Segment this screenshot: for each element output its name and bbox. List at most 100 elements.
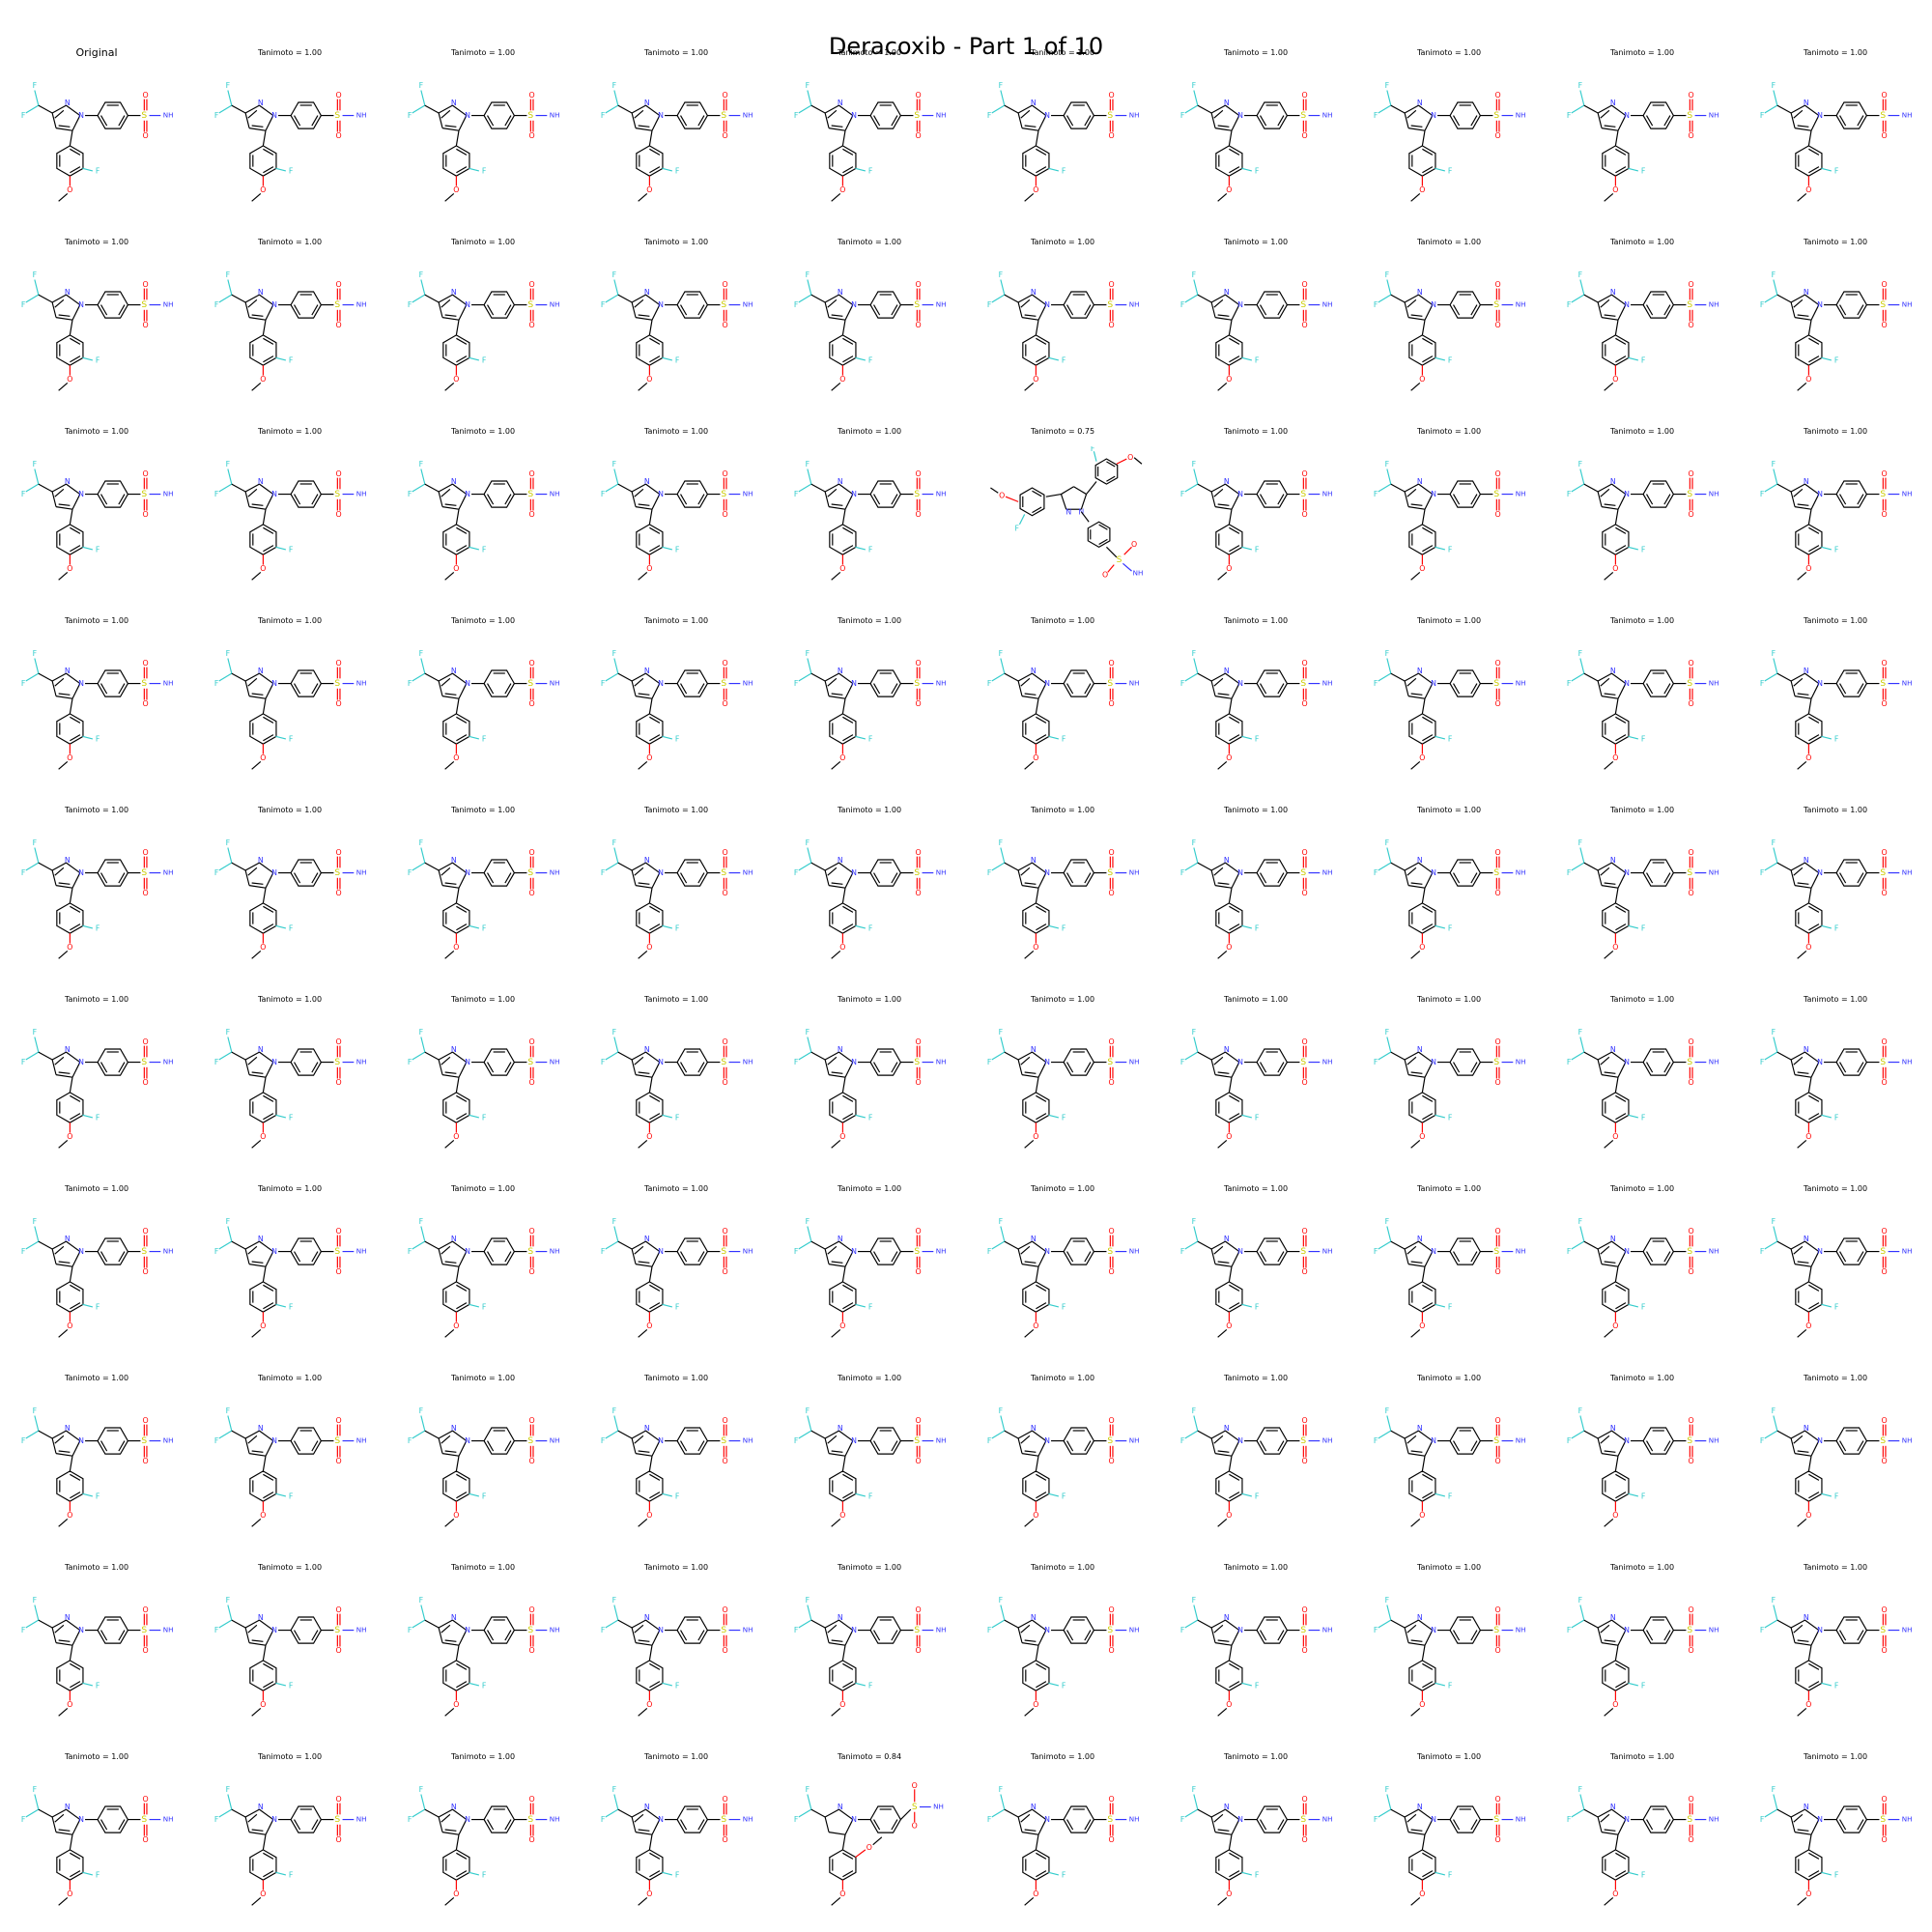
nitrogen-atom: N — [1624, 1436, 1630, 1445]
aryl-ring-double-bond — [1422, 1094, 1434, 1102]
pyrazole-double-bond — [638, 503, 650, 506]
bond — [810, 294, 826, 303]
bond — [1807, 1834, 1812, 1850]
pyrazole-bond — [244, 104, 260, 114]
pyrazole-bond — [1017, 672, 1033, 682]
pyrazole-bond — [1407, 1453, 1426, 1457]
pyrazole-bond — [1611, 672, 1627, 685]
aryl-ring-double-bond — [842, 905, 854, 913]
nitrogen-atom: N — [1431, 868, 1436, 877]
nitrogen-atom: N — [1610, 856, 1616, 865]
fluorine-atom: F — [1180, 111, 1185, 120]
fluorine-atom: F — [999, 1785, 1004, 1794]
pyrazole-bond — [55, 1074, 73, 1078]
pyrazole-bond — [441, 506, 460, 510]
oxygen-atom: O — [1109, 659, 1115, 668]
bond — [1583, 104, 1599, 114]
aryl-ring — [1022, 334, 1050, 366]
pyrazole-bond — [1790, 104, 1805, 114]
nitrogen-atom: N — [851, 1058, 857, 1066]
c-f-bond — [469, 1871, 480, 1876]
amine-group: NH — [163, 1815, 174, 1824]
oxygen-atom: O — [67, 1321, 72, 1330]
tanimoto-label: Tanimoto = 1.00 — [1416, 1184, 1482, 1193]
c-f-bond — [1628, 1682, 1639, 1687]
methyl-bond — [1217, 1707, 1228, 1717]
phenyl-ring-double-bond — [1066, 872, 1074, 884]
c-f-bond — [1000, 847, 1006, 864]
pyrazole-double-bond — [444, 1071, 457, 1074]
sulfur-atom: S — [1107, 1815, 1113, 1825]
fluorine-atom: F — [1062, 355, 1066, 364]
bond — [69, 1077, 73, 1093]
amine-group: NH — [163, 1626, 174, 1634]
fluorine-atom: F — [1567, 300, 1572, 309]
phenyl-ring-double-bond — [873, 1630, 881, 1641]
methyl-bond — [1217, 382, 1228, 391]
fluorine-atom: F — [33, 270, 38, 279]
fluorine-atom: F — [806, 81, 810, 90]
methyl-bond — [872, 1836, 883, 1846]
pyrazole-bond — [1424, 1440, 1434, 1457]
amine-group: NH — [550, 1436, 560, 1445]
bond — [262, 320, 267, 335]
pyrazole-bond — [635, 696, 653, 699]
oxygen-atom: O — [1882, 889, 1888, 897]
pyrazole-bond — [55, 885, 73, 889]
methyl-bond — [638, 1896, 648, 1906]
c-f-bond — [991, 1808, 1006, 1818]
oxygen-atom: O — [916, 1457, 922, 1465]
aryl-ring-double-bond — [1615, 545, 1627, 553]
pyrazole-bond — [1794, 128, 1812, 131]
amine-group: NH — [356, 1626, 367, 1634]
aryl-ring — [1022, 145, 1050, 177]
pyrazole-bond — [265, 1819, 274, 1835]
pyrazole-bond — [248, 1264, 267, 1267]
oxygen-atom: O — [1689, 1227, 1694, 1236]
c-f-bond — [1764, 672, 1778, 682]
pyrazole-double-bond — [634, 1624, 644, 1634]
phenyl-ring-double-bond — [1453, 304, 1461, 316]
c-f-bond — [1000, 1794, 1006, 1810]
sulfur-atom: S — [721, 1626, 726, 1635]
aryl-ring-double-bond — [842, 1302, 854, 1310]
c-f-bond — [613, 1794, 619, 1810]
aryl-ring — [1795, 334, 1823, 366]
fluorine-atom: F — [999, 1596, 1004, 1605]
nitrogen-atom: N — [658, 1247, 664, 1256]
bond — [617, 862, 633, 871]
nitrogen-atom: N — [271, 1058, 277, 1066]
methyl-bond — [1604, 571, 1614, 581]
bond — [69, 130, 73, 146]
methyl-bond — [1604, 1707, 1614, 1717]
c-f-bond — [1048, 1303, 1060, 1308]
pyrazole-bond — [1424, 304, 1434, 321]
c-f-bond — [1000, 1226, 1006, 1242]
phenyl-ring-double-bond — [1453, 1630, 1461, 1641]
pyrazole-bond — [51, 1059, 57, 1075]
nitrogen-atom: N — [1431, 1626, 1436, 1634]
fluorine-atom: F — [601, 111, 606, 120]
oxygen-atom: O — [529, 1227, 535, 1236]
oxygen-atom: O — [1419, 1321, 1425, 1330]
tanimoto-label: Tanimoto = 1.00 — [1416, 995, 1482, 1004]
pyrazole-bond — [824, 1430, 839, 1439]
phenyl-ring — [97, 480, 129, 508]
oxygen-atom: O — [336, 848, 342, 857]
fluorine-atom: F — [1374, 868, 1378, 877]
pyrazole-bond — [1617, 683, 1627, 699]
pyrazole-bond — [651, 1819, 661, 1835]
aryl-ring-double-bond — [456, 1681, 468, 1689]
c-f-bond — [1000, 1605, 1006, 1621]
methyl-bond — [638, 1328, 648, 1338]
c-f-bond — [34, 1794, 40, 1810]
phenyl-ring-double-bond — [1453, 494, 1461, 505]
pyrazole-double-bond — [1793, 1624, 1804, 1634]
pyrazole-bond — [1804, 1619, 1820, 1632]
c-f-bond — [1048, 1114, 1060, 1119]
phenyl-ring — [1449, 1427, 1482, 1455]
